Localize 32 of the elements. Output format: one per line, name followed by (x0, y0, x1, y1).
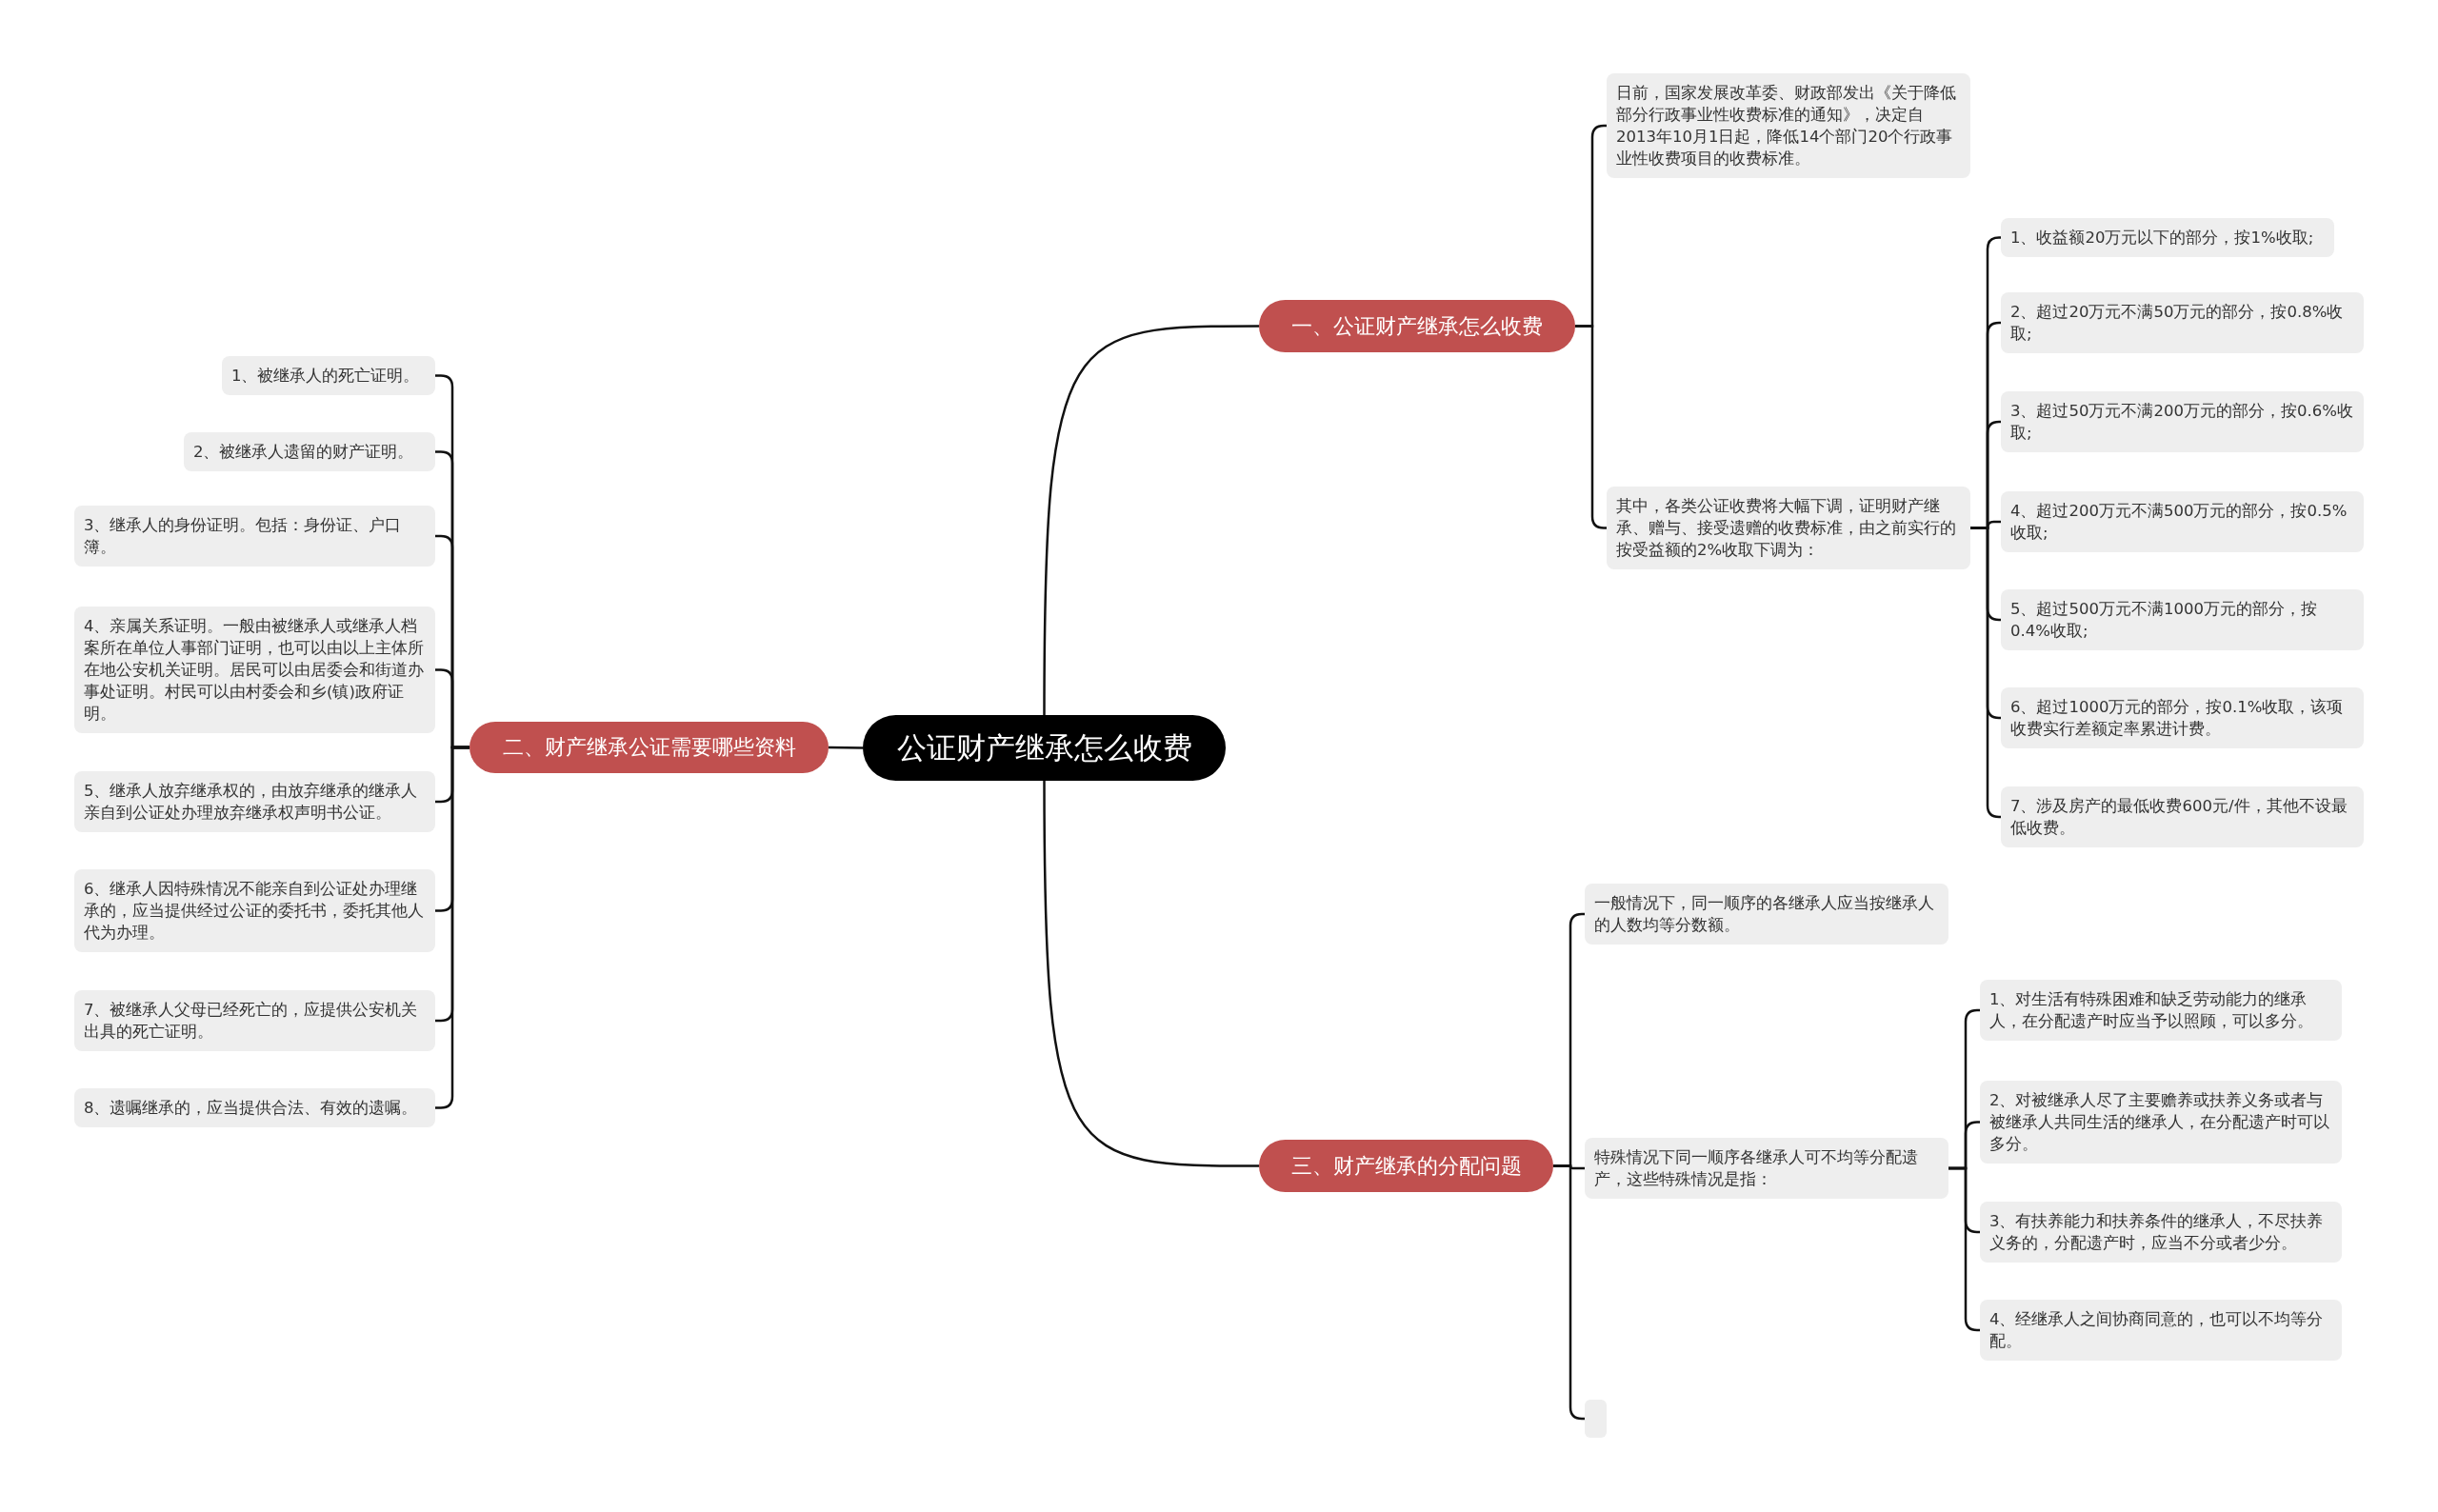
connector-line (435, 746, 470, 1109)
connector-line (829, 746, 863, 749)
branch-topic: 二、财产继承公证需要哪些资料 (470, 722, 829, 773)
topic-box: 5、超过500万元不满1000万元的部分，按0.4%收取; (2001, 589, 2364, 650)
topic-box: 7、被继承人父母已经死亡的，应提供公安机关出具的死亡证明。 (74, 990, 435, 1051)
topic-box: 2、对被继承人尽了主要赡养或扶养义务或者与被继承人共同生活的继承人，在分配遗产时可以多分。 (1980, 1081, 2342, 1164)
topic-box: 2、被继承人遗留的财产证明。 (184, 432, 435, 471)
empty-topic-box (1585, 1400, 1607, 1438)
topic-box: 4、经继承人之间协商同意的，也可以不均等分配。 (1980, 1300, 2342, 1361)
topic-box: 1、收益额20万元以下的部分，按1%收取; (2001, 218, 2334, 257)
topic-box: 8、遗嘱继承的，应当提供合法、有效的遗嘱。 (74, 1088, 435, 1127)
topic-box: 6、超过1000万元的部分，按0.1%收取，该项收费实行差额定率累进计费。 (2001, 687, 2364, 748)
topic-box: 一般情况下，同一顺序的各继承人应当按继承人的人数均等分数额。 (1585, 884, 1948, 945)
topic-box: 1、被继承人的死亡证明。 (222, 356, 435, 395)
topic-box: 4、亲属关系证明。一般由被继承人或继承人档案所在单位人事部门证明，也可以由以上主体所在地公安机关证明。居民可以由居委会和街道办事处证明。村民可以由村委会和乡(镇)政府证明。 (74, 607, 435, 733)
topic-box: 3、超过50万元不满200万元的部分，按0.6%收取; (2001, 391, 2364, 452)
connector-line (1043, 781, 1259, 1167)
topic-box: 3、有扶养能力和扶养条件的继承人，不尽扶养义务的，分配遗产时，应当不分或者少分。 (1980, 1202, 2342, 1263)
topic-box: 5、继承人放弃继承权的，由放弃继承的继承人亲自到公证处办理放弃继承权声明书公证。 (74, 771, 435, 832)
topic-box: 1、对生活有特殊困难和缺乏劳动能力的继承人，在分配遗产时应当予以照顾，可以多分。 (1980, 980, 2342, 1041)
topic-box: 7、涉及房产的最低收费600元/件，其他不设最低收费。 (2001, 786, 2364, 847)
connector-line (1043, 325, 1259, 715)
topic-box: 4、超过200万元不满500万元的部分，按0.5%收取; (2001, 491, 2364, 552)
branch-topic: 三、财产继承的分配问题 (1259, 1140, 1553, 1192)
topic-box: 特殊情况下同一顺序各继承人可不均等分配遗产，这些特殊情况是指： (1585, 1138, 1948, 1199)
topic-box: 2、超过20万元不满50万元的部分，按0.8%收取; (2001, 292, 2364, 353)
central-topic: 公证财产继承怎么收费 (863, 715, 1226, 781)
branch-topic: 一、公证财产继承怎么收费 (1259, 300, 1575, 352)
topic-box: 3、继承人的身份证明。包括：身份证、户口簿。 (74, 506, 435, 567)
topic-box: 其中，各类公证收费将大幅下调，证明财产继承、赠与、接受遗赠的收费标准，由之前实行的按受益额的2%收取下调为： (1607, 487, 1970, 569)
topic-box: 6、继承人因特殊情况不能亲自到公证处办理继承的，应当提供经过公证的委托书，委托其他人代为办理。 (74, 869, 435, 952)
topic-box: 日前，国家发展改革委、财政部发出《关于降低部分行政事业性收费标准的通知》，决定自2013年10月1日起，降低14个部门20个行政事业性收费项目的收费标准。 (1607, 73, 1970, 178)
